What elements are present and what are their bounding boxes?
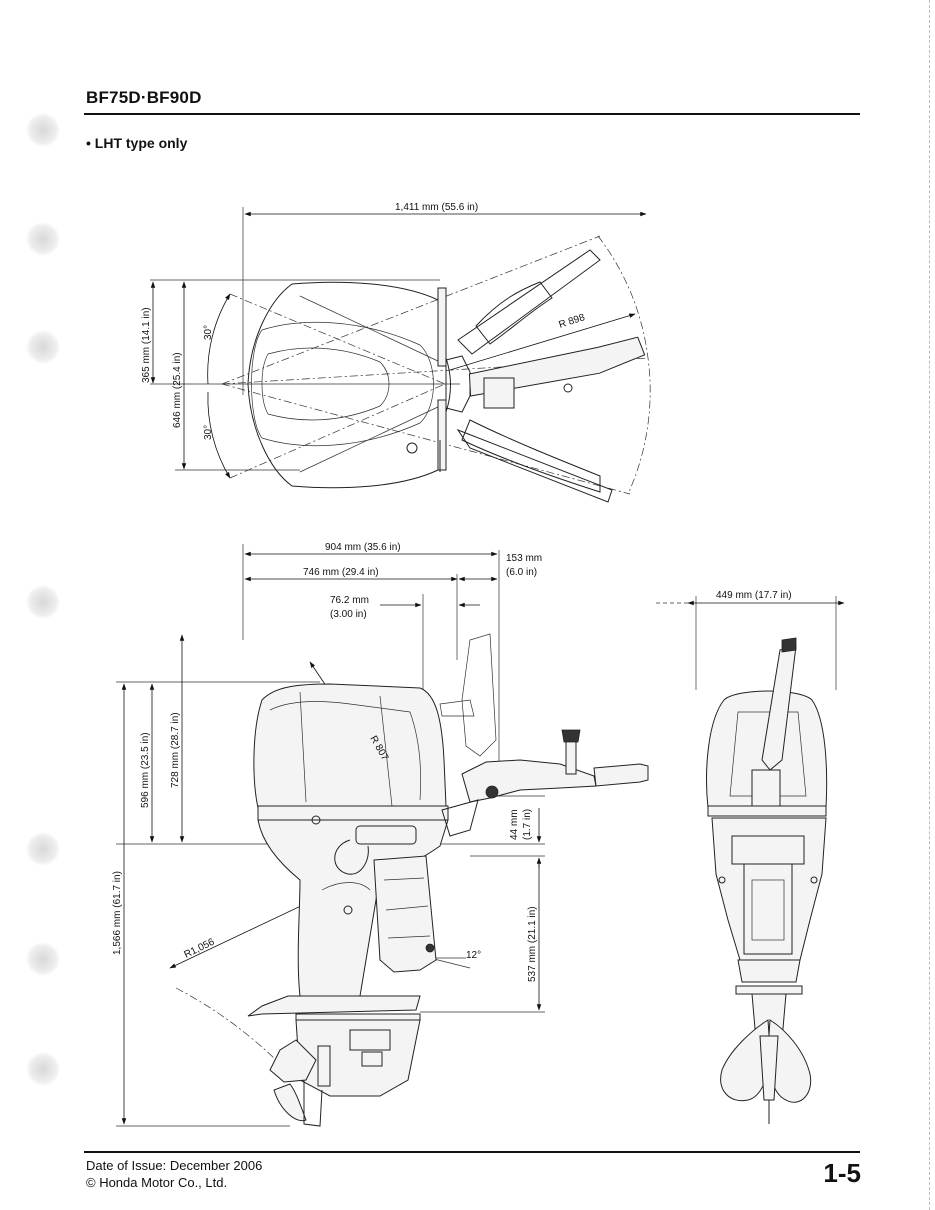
issue-date: Date of Issue: December 2006 [86,1158,263,1173]
side-height-44-sub: (1.7 in) [522,809,533,840]
rear-view: 449 mm (17.7 in) [656,590,845,1124]
side-angle-12-label: 12° [466,950,481,961]
side-view: 904 mm (35.6 in) 746 mm (29.4 in) 153 mm… [112,542,649,1127]
side-height-1566-label: 1,566 mm (61.7 in) [112,871,123,955]
side-height-44-label: 44 mm [509,809,520,840]
side-length-762-sub: (3.00 in) [330,609,367,620]
side-height-596-label: 596 mm (23.5 in) [140,732,151,808]
side-height-537-label: 537 mm (21.1 in) [527,906,538,982]
binder-hole-mark [26,330,60,364]
side-radius-1056-label: R1,056 [182,936,216,960]
side-length-904-label: 904 mm (35.6 in) [325,542,401,553]
binder-hole-mark [26,1052,60,1086]
page-title: BF75D·BF90D [86,88,202,107]
binder-hole-mark [26,222,60,256]
side-length-746-label: 746 mm (29.4 in) [303,567,379,578]
copyright: © Honda Motor Co., Ltd. [86,1175,228,1190]
top-height-large-label: 646 mm (25.4 in) [172,352,183,428]
rear-width-label: 449 mm (17.7 in) [716,590,792,601]
top-width-label: 1,411 mm (55.6 in) [395,202,478,213]
side-length-153-label: 153 mm [506,553,542,564]
top-radius-label: R 898 [558,312,587,331]
top-angle-upper-label: 30° [203,325,214,340]
binder-hole-mark [26,942,60,976]
top-view: 1,411 mm (55.6 in) R 898 365 mm (14.1 in… [141,202,651,503]
top-height-small-label: 365 mm (14.1 in) [141,307,152,383]
page-edge [929,0,931,1210]
side-height-728-label: 728 mm (28.7 in) [170,712,181,788]
top-angle-lower-label: 30° [203,425,214,440]
binder-hole-mark [26,832,60,866]
side-length-153-sub: (6.0 in) [506,567,537,578]
header-rule [84,113,860,115]
side-length-762-label: 76.2 mm [330,595,369,606]
page-number: 1-5 [823,1158,861,1188]
binder-hole-mark [26,585,60,619]
section-subtitle: • LHT type only [86,135,188,151]
footer-rule [84,1151,860,1153]
binder-hole-mark [26,113,60,147]
